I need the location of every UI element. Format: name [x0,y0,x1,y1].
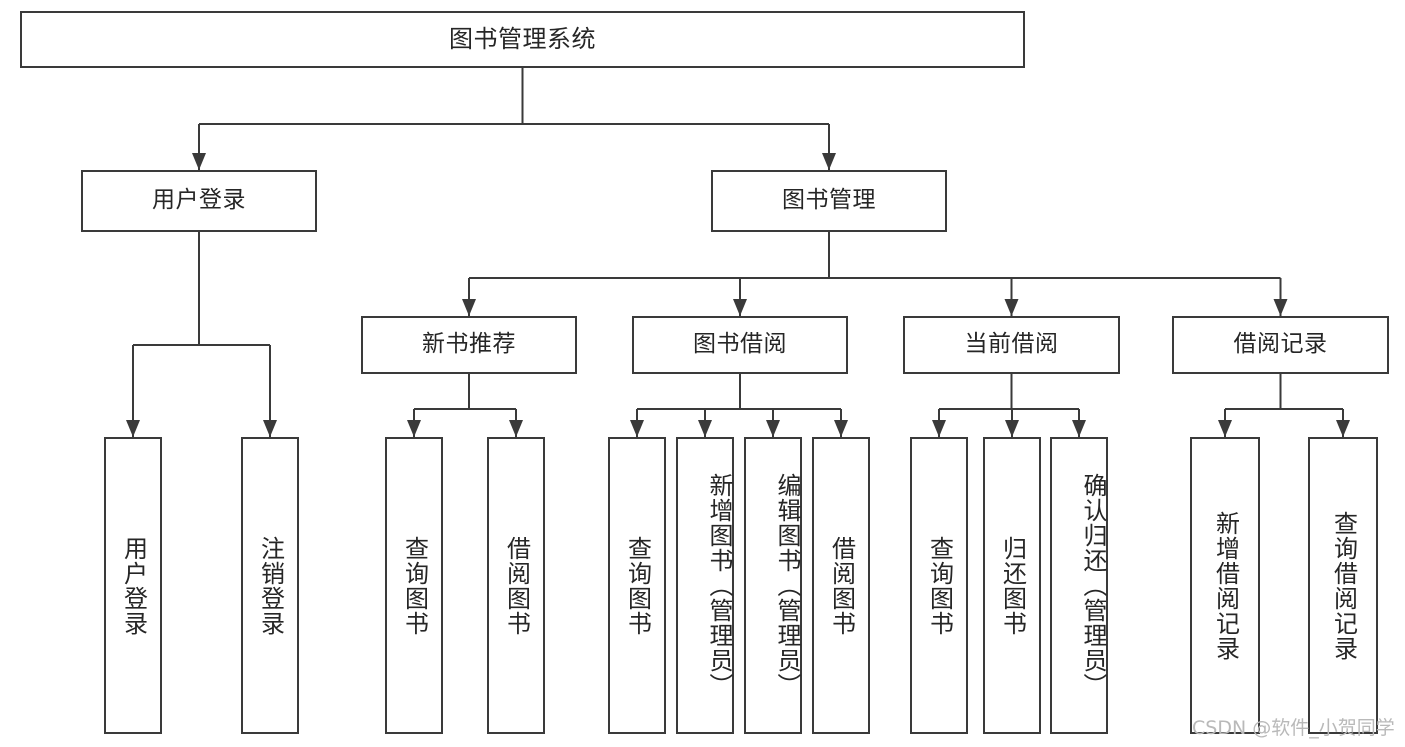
node-label: 新书推荐 [422,331,516,358]
node-leaf-query-book-1[interactable]: 查询图书 [385,437,443,734]
node-leaf-add-record[interactable]: 新增借阅记录 [1190,437,1260,734]
node-label: 借阅图书 [827,535,856,636]
node-label: 图书管理 [782,187,876,214]
node-label: 注销登录 [256,535,285,636]
node-leaf-query-book-3[interactable]: 查询图书 [910,437,968,734]
node-label: 归还图书 [998,535,1027,636]
node-label: 查询图书 [400,535,429,636]
node-root[interactable]: 图书管理系统 [20,11,1025,68]
node-new-book-recommend[interactable]: 新书推荐 [361,316,577,374]
node-label: 查询图书 [623,535,652,636]
node-user-login[interactable]: 用户登录 [81,170,317,232]
node-label: 用户登录 [119,535,148,636]
node-leaf-user-login[interactable]: 用户登录 [104,437,162,734]
node-leaf-query-record[interactable]: 查询借阅记录 [1308,437,1378,734]
node-label: 查询图书 [925,535,954,636]
node-label: 当前借阅 [964,331,1059,358]
node-leaf-confirm-return[interactable]: 确认归还（管理员） [1050,437,1108,734]
node-label: 图书借阅 [693,331,787,358]
node-leaf-logout[interactable]: 注销登录 [241,437,299,734]
node-label: 借阅图书 [502,535,531,636]
node-label: 编辑图书（管理员） [773,473,801,698]
node-label: 用户登录 [152,187,246,214]
node-current-borrow[interactable]: 当前借阅 [903,316,1120,374]
node-leaf-add-book[interactable]: 新增图书（管理员） [676,437,734,734]
node-leaf-borrow-book-2[interactable]: 借阅图书 [812,437,870,734]
node-label: 查询借阅记录 [1329,510,1358,661]
node-book-manage[interactable]: 图书管理 [711,170,947,232]
node-label: 借阅记录 [1233,331,1328,358]
node-leaf-return-book[interactable]: 归还图书 [983,437,1041,734]
node-label: 新增借阅记录 [1211,510,1240,661]
node-leaf-query-book-2[interactable]: 查询图书 [608,437,666,734]
node-label: 图书管理系统 [449,25,596,54]
node-leaf-edit-book[interactable]: 编辑图书（管理员） [744,437,802,734]
node-book-borrow[interactable]: 图书借阅 [632,316,848,374]
watermark: CSDN @软件_小贺同学 [1192,717,1395,739]
node-leaf-borrow-book-1[interactable]: 借阅图书 [487,437,545,734]
node-borrow-record[interactable]: 借阅记录 [1172,316,1389,374]
node-label: 确认归还（管理员） [1079,473,1107,698]
node-label: 新增图书（管理员） [705,473,733,698]
